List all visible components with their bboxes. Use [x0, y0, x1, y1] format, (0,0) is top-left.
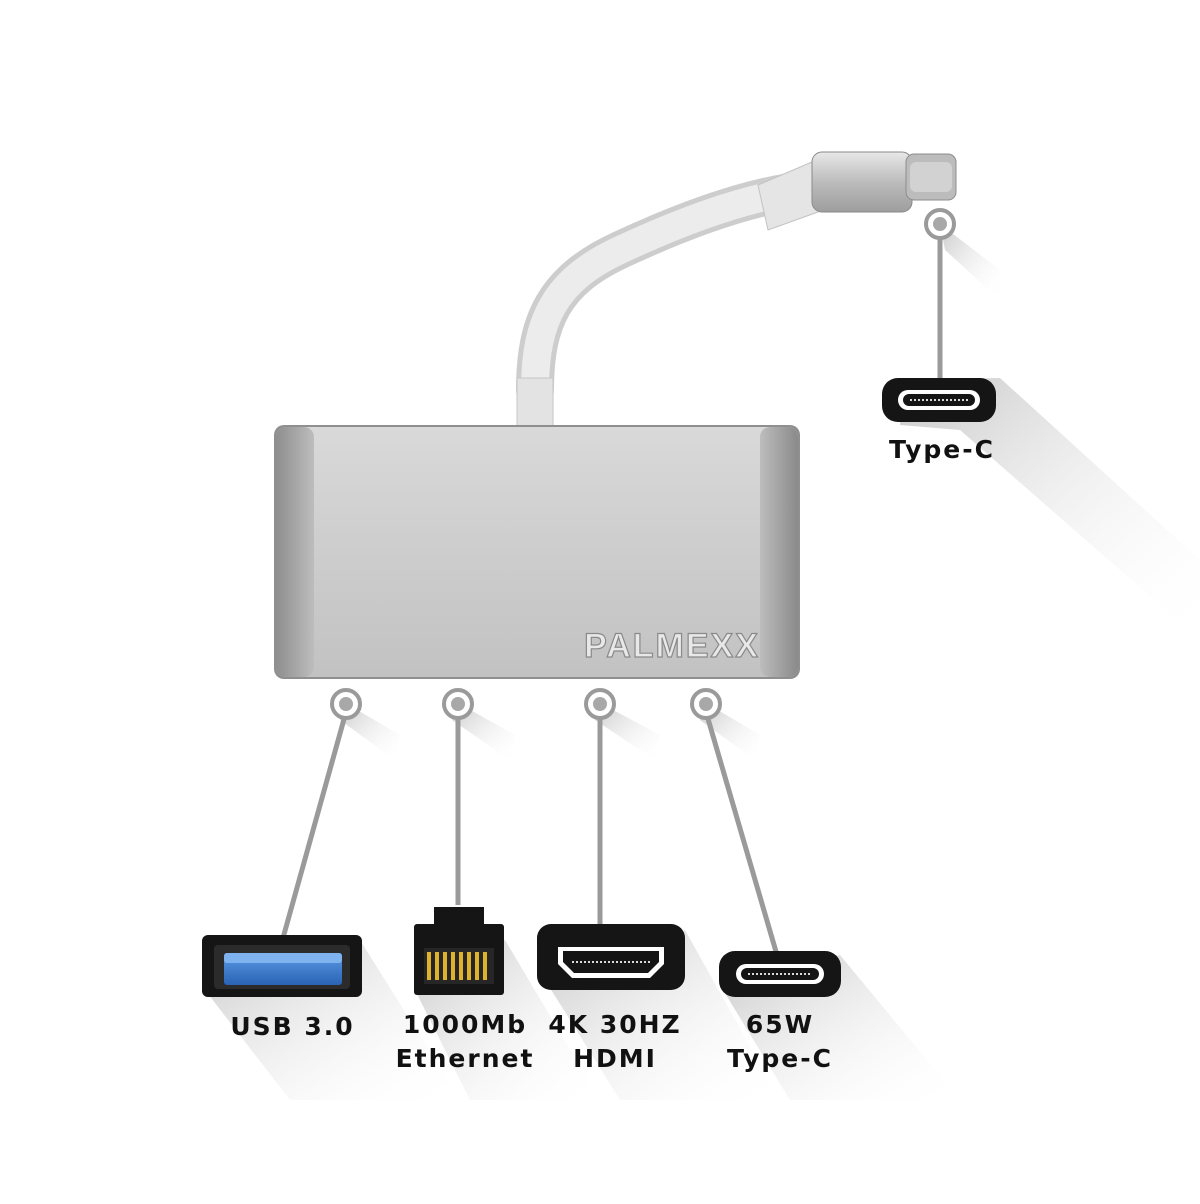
type-c-input-label: Type-C — [880, 433, 1004, 467]
hdmi-label: 4K 30HZ HDMI — [540, 1008, 690, 1076]
type-c-label-text: Type-C — [889, 435, 995, 464]
brand-logo: PALMEXX — [584, 627, 760, 665]
usb-a-port-icon — [202, 935, 362, 997]
type-c-port-icon — [882, 378, 996, 422]
pd-label-line1: 65W — [745, 1010, 815, 1039]
usb-c-cable — [516, 151, 957, 427]
ethernet-label-line1: 1000Mb — [402, 1010, 528, 1039]
hdmi-label-line2: HDMI — [573, 1044, 657, 1073]
anchor-dot-icon — [924, 208, 956, 240]
anchor-dot-icon — [442, 688, 474, 720]
hdmi-label-line1: 4K 30HZ — [548, 1010, 682, 1039]
rj45-port-icon — [414, 907, 504, 995]
anchor-dot-icon — [690, 688, 722, 720]
anchor-dot-icon — [584, 688, 616, 720]
ethernet-label: 1000Mb Ethernet — [390, 1008, 540, 1076]
callout-leaders — [280, 230, 943, 956]
callout-anchors — [330, 208, 956, 720]
hdmi-port-icon — [537, 924, 685, 990]
hub-body: PALMEXX — [274, 425, 800, 679]
pd-label-line2: Type-C — [727, 1044, 833, 1073]
pd-type-c-label: 65W Type-C — [705, 1008, 855, 1076]
usb-label-text: USB 3.0 — [230, 1012, 355, 1041]
type-c-port-icon — [719, 951, 841, 997]
usb-label: USB 3.0 — [210, 1010, 375, 1044]
ethernet-label-line2: Ethernet — [395, 1044, 535, 1073]
anchor-dot-icon — [330, 688, 362, 720]
